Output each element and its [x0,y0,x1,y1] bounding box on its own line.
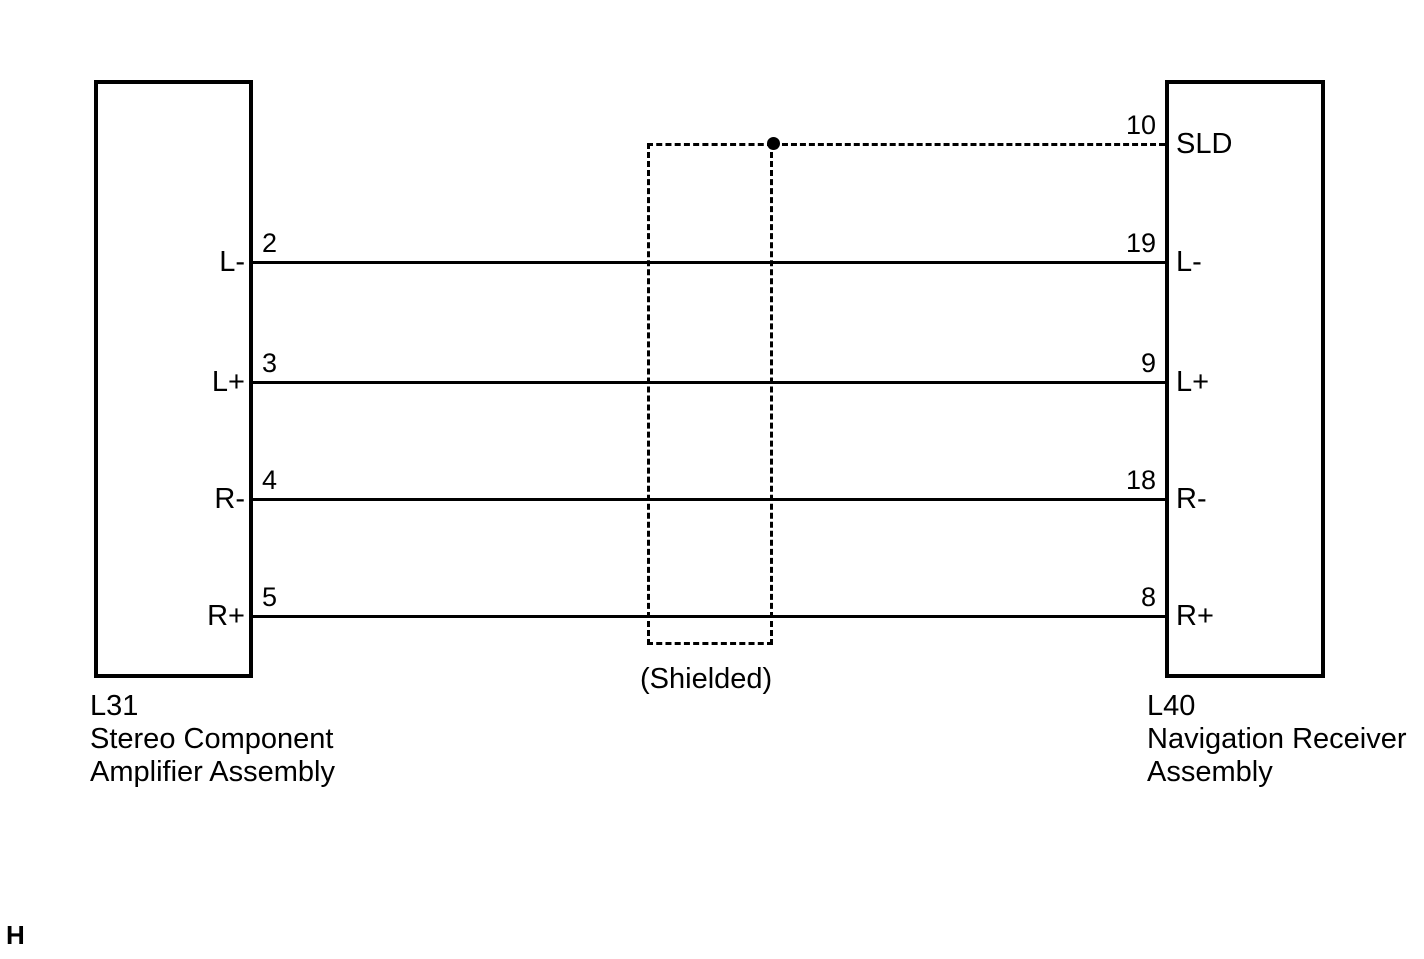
left-pin-label-r-plus: R+ [207,600,245,632]
wire-l-minus [253,261,1165,264]
wire-l-plus [253,381,1165,384]
right-connector-name-line-2: Assembly [1147,756,1273,788]
left-pin-number-5: 5 [262,582,278,612]
shield-enclosure [647,143,773,645]
left-pin-label-r-minus: R- [214,483,245,515]
left-pin-label-l-plus: L+ [211,366,245,398]
page-corner-mark: H [6,920,25,950]
left-pin-label-l-minus: L- [219,246,245,278]
left-pin-number-3: 3 [262,348,278,378]
right-pin-label-r-minus: R- [1176,483,1207,515]
left-connector-box [94,80,253,678]
wire-shield-to-sld [773,143,1165,146]
right-connector-name-line-1: Navigation Receiver [1147,723,1407,755]
right-pin-label-l-minus: L- [1176,246,1202,278]
left-connector-code: L31 [90,690,139,722]
right-pin-label-r-plus: R+ [1176,600,1214,632]
right-pin-number-10: 10 [1125,110,1156,140]
right-connector-code: L40 [1147,690,1196,722]
shield-enclosure-top-edge [647,143,773,146]
right-pin-number-18: 18 [1125,465,1156,495]
right-pin-number-19: 19 [1125,228,1156,258]
shield-caption: (Shielded) [640,663,773,695]
right-connector-box [1165,80,1325,678]
right-pin-number-9: 9 [1140,348,1156,378]
wire-r-minus [253,498,1165,501]
right-pin-label-sld: SLD [1176,128,1233,160]
left-connector-name-line-1: Stereo Component [90,723,334,755]
wire-r-plus [253,615,1165,618]
right-connector-caption: L40 Navigation Receiver Assembly [1147,690,1407,789]
right-pin-number-8: 8 [1140,582,1156,612]
left-pin-number-4: 4 [262,465,278,495]
left-pin-number-2: 2 [262,228,278,258]
right-pin-label-l-plus: L+ [1176,366,1210,398]
left-connector-name-line-2: Amplifier Assembly [90,756,335,788]
left-connector-caption: L31 Stereo Component Amplifier Assembly [90,690,335,789]
